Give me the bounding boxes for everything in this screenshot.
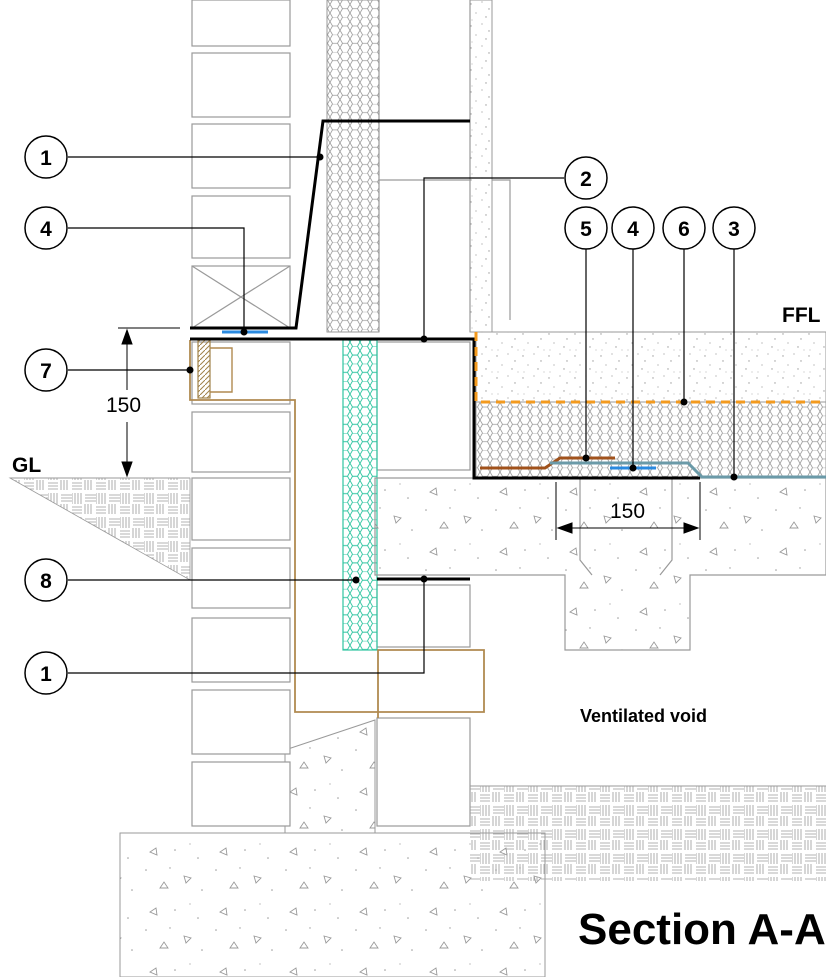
skirting [492, 179, 511, 320]
svg-text:1: 1 [40, 663, 52, 686]
outer-brick-leaf [191, 0, 291, 827]
leader-dots [186, 153, 738, 584]
cavity-tray-outline [189, 340, 485, 718]
svg-text:6: 6 [678, 218, 690, 241]
callout-2: 2 [564, 156, 608, 200]
upper-cavity-tray [190, 119, 470, 330]
svg-text:4: 4 [627, 218, 639, 241]
damp-proof-membrane [474, 332, 826, 404]
vertical-dimension-label: 150 [106, 394, 141, 417]
floor-slab [374, 477, 826, 651]
floor-screed [475, 331, 826, 403]
callout-4-right: 4 [611, 206, 655, 250]
ventilated-void-label: Ventilated void [580, 706, 707, 726]
svg-text:3: 3 [728, 218, 740, 241]
callout-8: 8 [24, 558, 68, 602]
horizontal-dimension [555, 482, 701, 540]
upper-wall-insulation [326, 0, 380, 333]
leader-lines [68, 156, 735, 674]
svg-text:1: 1 [40, 147, 52, 170]
callout-5: 5 [564, 206, 608, 250]
void-floor-soil [470, 786, 826, 881]
horizontal-dimension-label: 150 [610, 500, 645, 523]
floor-insulation [475, 401, 826, 479]
vertical-dimension [118, 327, 180, 478]
callout-1-upper: 1 [24, 135, 68, 179]
dpc-membrane [190, 337, 700, 480]
svg-text:5: 5 [580, 218, 592, 241]
air-brick-vent [197, 339, 211, 399]
lower-inner-leaf [376, 341, 471, 827]
svg-text:8: 8 [40, 570, 52, 593]
callout-1-lower: 1 [24, 651, 68, 695]
callout-4-left: 4 [24, 206, 68, 250]
svg-text:4: 4 [40, 218, 52, 241]
radon-barrier [550, 461, 826, 479]
svg-text:2: 2 [580, 168, 592, 191]
ffl-label: FFL [782, 304, 821, 327]
callout-3: 3 [712, 206, 756, 250]
cavity-fill-concrete [284, 719, 376, 834]
gl-label: GL [12, 454, 41, 477]
callout-7: 7 [24, 348, 68, 392]
callout-6: 6 [662, 206, 706, 250]
plaster-lining [469, 0, 493, 333]
cavity-insulation [342, 339, 378, 651]
section-title: Section A-A [578, 905, 826, 954]
svg-text:7: 7 [40, 360, 52, 383]
